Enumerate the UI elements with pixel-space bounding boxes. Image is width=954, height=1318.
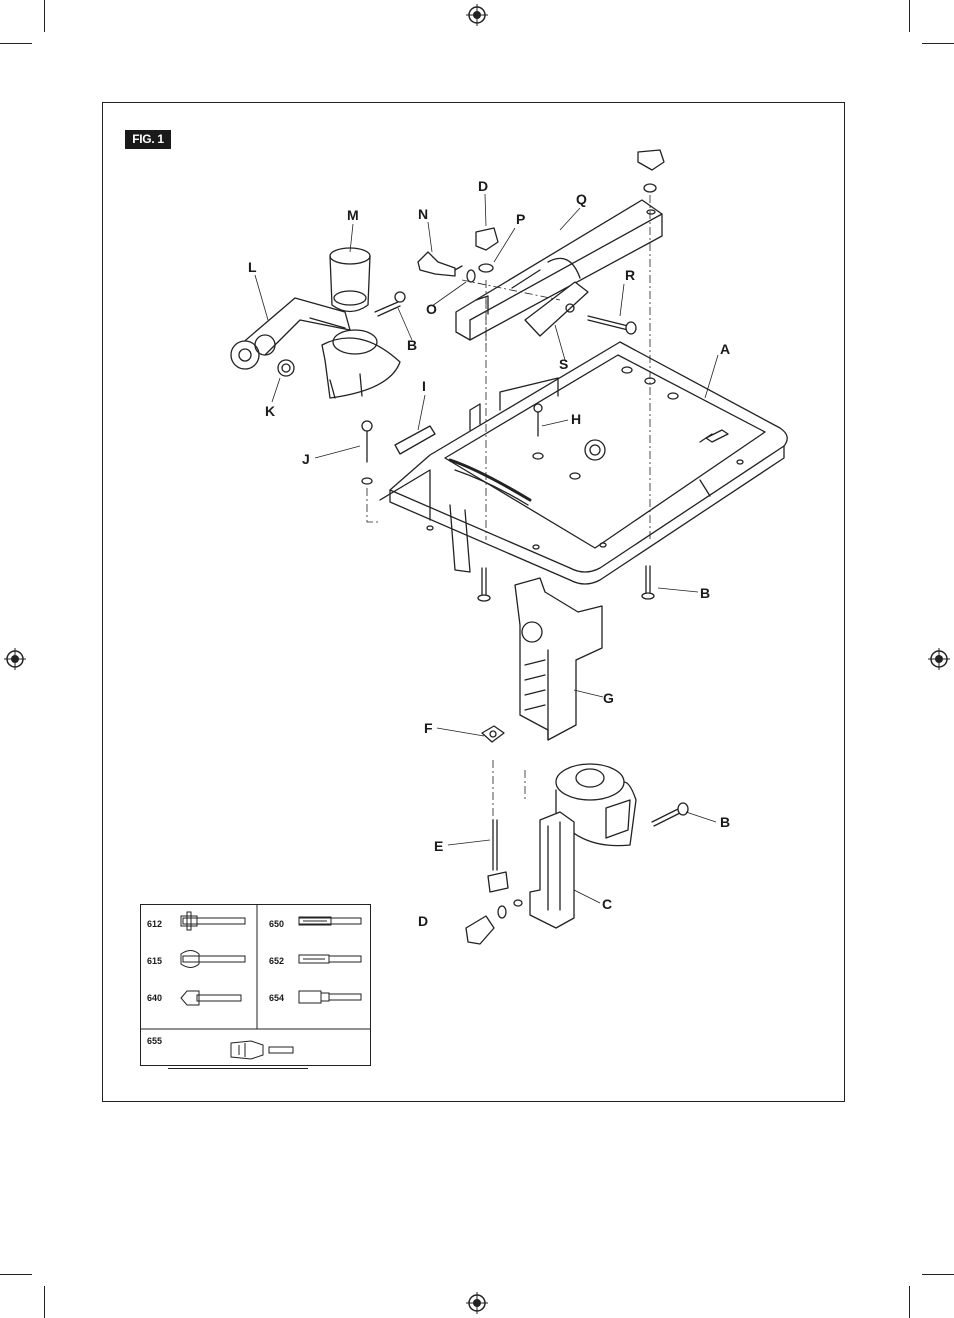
part-label-j: J <box>302 451 310 467</box>
crop-mark <box>922 43 954 44</box>
guide-arm <box>230 297 401 399</box>
registration-mark-icon <box>466 1292 488 1314</box>
part-label-e: E <box>434 838 444 854</box>
part-label-g: G <box>603 690 614 706</box>
knob-q <box>637 149 665 171</box>
part-label-m: M <box>347 207 359 223</box>
bit-640-icon <box>180 990 242 1006</box>
figure-label: FIG. 1 <box>125 130 171 149</box>
washer-p <box>478 263 494 273</box>
bit-code: 650 <box>269 919 285 929</box>
part-label-p: P <box>516 211 526 227</box>
washer-o <box>466 269 476 283</box>
part-label-h: H <box>571 411 582 427</box>
bit-654-icon <box>298 990 362 1004</box>
registration-mark-icon <box>466 4 488 26</box>
bit-655-icon <box>230 1040 294 1060</box>
screw-j <box>361 420 373 485</box>
bit-code: 612 <box>147 919 163 929</box>
column-g <box>514 577 603 741</box>
knob-d-bottom <box>465 915 495 945</box>
bolt-r <box>587 315 637 335</box>
router-bits-table: 612 615 640 650 652 654 655 <box>140 904 371 1066</box>
crop-mark <box>0 1274 32 1275</box>
bit-652-icon <box>298 954 362 964</box>
part-label-s: S <box>559 356 569 372</box>
crop-mark <box>922 1274 954 1275</box>
part-label-b-base: B <box>700 585 711 601</box>
leader-lines <box>254 193 719 904</box>
part-label-q: Q <box>576 191 587 207</box>
base-mount-c <box>529 763 637 929</box>
bit-code: 615 <box>147 956 163 966</box>
part-label-c: C <box>602 896 613 912</box>
part-label-d-bottom: D <box>418 913 429 929</box>
part-label-i: I <box>422 378 426 394</box>
part-label-o: O <box>426 301 437 317</box>
registration-mark-icon <box>4 648 26 670</box>
bit-code: 652 <box>269 956 285 966</box>
bit-650-icon <box>298 916 362 926</box>
crop-mark <box>909 0 910 32</box>
dust-cup <box>329 247 371 313</box>
alignment-lines <box>366 195 651 820</box>
bolt-e <box>487 819 509 893</box>
pin-i <box>394 425 436 455</box>
bolt-b-right <box>651 802 689 827</box>
part-label-b-top: B <box>407 337 418 353</box>
bit-code: 654 <box>269 993 285 1003</box>
crop-mark <box>909 1286 910 1318</box>
part-label-d-top: D <box>478 178 489 194</box>
part-label-f: F <box>424 720 433 736</box>
crop-mark <box>0 43 32 44</box>
crop-mark <box>44 0 45 32</box>
bit-code: 655 <box>147 1036 163 1046</box>
bracket-s <box>524 281 589 337</box>
knob-screw-n <box>417 251 463 277</box>
bit-615-icon <box>180 950 246 968</box>
crop-mark <box>44 1286 45 1318</box>
part-label-n: N <box>418 206 429 222</box>
screw-h <box>533 403 543 437</box>
part-label-r: R <box>625 267 636 283</box>
nut-f <box>481 725 505 743</box>
part-label-a: A <box>720 341 731 357</box>
table-underline <box>168 1068 308 1069</box>
screw-b-top <box>374 291 406 317</box>
knob-d-top <box>475 227 499 251</box>
screw-b-right <box>641 565 655 600</box>
registration-mark-icon <box>928 648 950 670</box>
part-label-k: K <box>265 403 276 419</box>
figure-frame <box>102 102 845 1102</box>
base-plate <box>379 341 788 585</box>
part-label-l: L <box>248 259 257 275</box>
fence-arm-q <box>455 199 663 341</box>
bit-612-icon <box>180 911 246 931</box>
bit-code: 640 <box>147 993 163 1003</box>
screw-b-left <box>477 567 491 602</box>
part-label-b-mount: B <box>720 814 731 830</box>
router-bits-drawing <box>141 905 370 1060</box>
